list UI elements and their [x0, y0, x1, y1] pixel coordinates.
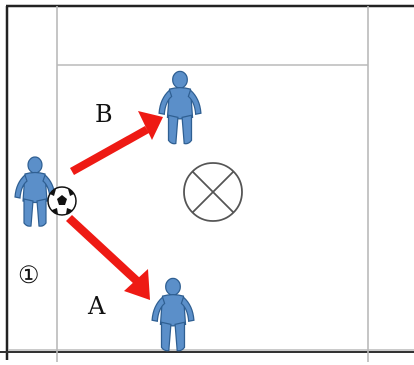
crossed-circle-icon [183, 162, 243, 222]
pass-arrow-a [66, 215, 150, 300]
court-lines [8, 6, 414, 362]
player-figure-icon [151, 277, 195, 352]
frame [0, 4, 414, 360]
label-b: B [95, 100, 113, 128]
player-number-label: ① [18, 261, 40, 289]
label-a: A [87, 292, 106, 320]
pass-arrow-b [70, 111, 163, 175]
player-figure-icon [158, 70, 202, 145]
soccer-ball-icon [47, 186, 77, 216]
player-figure-icon [14, 156, 56, 227]
